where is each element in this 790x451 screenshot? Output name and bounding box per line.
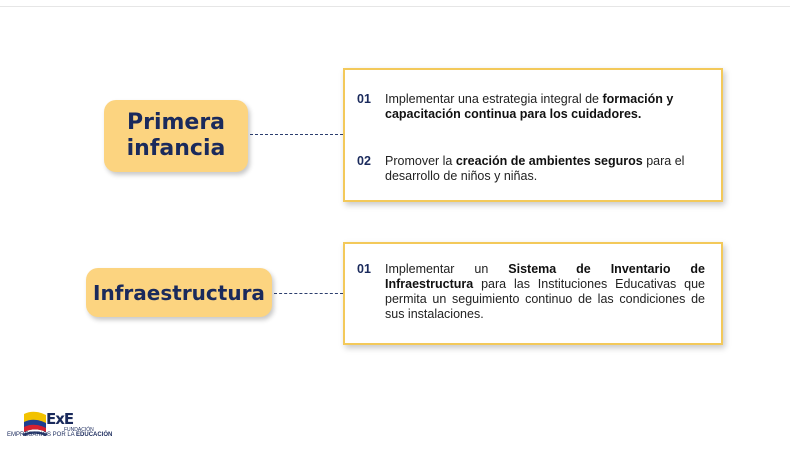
topic-label-primera-infancia: Primera infancia — [104, 100, 248, 172]
logo-flag-icon — [22, 411, 48, 436]
top-divider — [0, 6, 790, 7]
logo-org-plain: EMPRESARIOS POR LA — [7, 432, 77, 438]
connector-line — [250, 134, 343, 135]
item-text-plain: Implementar una estrategia integral de — [385, 92, 603, 106]
list-item: 01 Implementar un Sistema de Inventario … — [357, 262, 705, 322]
list-item: 02 Promover la creación de ambientes seg… — [357, 154, 705, 184]
item-text: Implementar un Sistema de Inventario de … — [385, 262, 705, 322]
topic-card-infraestructura: 01 Implementar un Sistema de Inventario … — [343, 242, 723, 345]
item-text: Implementar una estrategia integral de f… — [385, 92, 705, 122]
logo-mark: ExE — [46, 410, 74, 428]
item-text-bold: Sistema de Inventario de Infraestructura — [385, 262, 705, 291]
item-text-plain: Promover la — [385, 154, 456, 168]
item-text: Promover la creación de ambientes seguro… — [385, 154, 705, 184]
item-text-plain: Implementar un — [385, 262, 509, 276]
item-text-plain-end: para las Instituciones Educativas que pe… — [385, 277, 705, 321]
item-text-bold: formación y capacitación continua para l… — [385, 92, 674, 121]
topic-title-line1: Primera — [126, 110, 226, 135]
connector-line — [274, 293, 343, 294]
topic-card-primera-infancia: 01 Implementar una estrategia integral d… — [343, 68, 723, 202]
list-item: 01 Implementar una estrategia integral d… — [357, 92, 705, 122]
item-number: 01 — [357, 92, 371, 106]
topic-label-infraestructura: Infraestructura — [86, 268, 272, 317]
logo-fundacion: FUNDACIÓN — [64, 427, 94, 433]
logo-org-bold: EDUCACIÓN — [76, 432, 113, 438]
item-text-bold: creación de ambientes seguros — [455, 154, 643, 168]
item-text-plain-end: para el desarrollo de niños y niñas. — [385, 154, 685, 183]
logo-organization: EMPRESARIOS POR LA EDUCACIÓN — [7, 432, 112, 439]
item-number: 01 — [357, 262, 371, 276]
item-number: 02 — [357, 154, 371, 168]
topic-title-line2: infancia — [126, 136, 226, 161]
topic-title-line1: Infraestructura — [93, 280, 265, 305]
